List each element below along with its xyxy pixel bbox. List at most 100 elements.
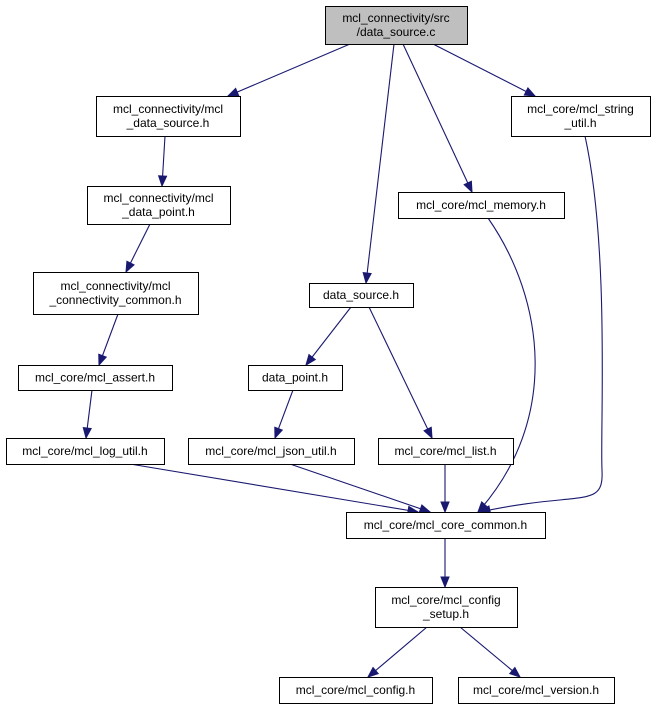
- edge-root-to-data_source_h: [362, 43, 395, 285]
- node-label-line: data_source.h: [323, 288, 399, 302]
- edge-root-to-mcl_data_source_h: [226, 43, 351, 97]
- arrowhead: [418, 504, 432, 514]
- edge-line: [402, 43, 473, 193]
- edge-mcl_core_common_h-to-mcl_config_setup_h: [440, 538, 450, 589]
- node-label-line: mcl_core/mcl_memory.h: [416, 198, 546, 212]
- edge-mcl_connectivity_common_h-to-mcl_assert_h: [98, 313, 119, 367]
- edge-mcl_config_setup_h-to-mcl_config_h: [366, 626, 428, 678]
- node-mcl-assert-h[interactable]: mcl_core/mcl_assert.h: [18, 365, 173, 391]
- node-box: [511, 96, 651, 137]
- node-box: [6, 438, 165, 465]
- node-mcl-connectivity-common-h[interactable]: mcl_connectivity/mcl_connectivity_common…: [33, 272, 199, 315]
- edge-line: [289, 463, 431, 513]
- edge-line: [432, 43, 536, 97]
- node-box: [87, 186, 231, 225]
- node-box: [18, 365, 173, 391]
- node-box: [375, 587, 518, 628]
- node-box: [248, 365, 343, 391]
- node-mcl-log-util-h[interactable]: mcl_core/mcl_log_util.h: [6, 438, 165, 465]
- node-box: [378, 438, 514, 465]
- edge-line: [459, 626, 521, 678]
- node-box: [188, 438, 355, 465]
- edge-root-to-mcl_string_util_h: [432, 43, 537, 97]
- edge-mcl_log_util_h-to-mcl_core_common_h: [129, 463, 420, 515]
- edge-data_point_h-to-mcl_json_util_h: [274, 389, 294, 440]
- arrowhead: [274, 426, 284, 440]
- edge-line: [227, 43, 351, 97]
- edge-line: [477, 217, 536, 513]
- node-label-line: mcl_connectivity/mcl: [60, 279, 170, 293]
- edge-line: [368, 306, 433, 439]
- node-label-line: mcl_core/mcl_json_util.h: [205, 444, 336, 458]
- node-data-point-h[interactable]: data_point.h: [248, 365, 343, 391]
- arrowhead: [362, 272, 372, 285]
- edge-root-to-mcl_memory_h: [402, 43, 473, 194]
- arrowhead: [125, 260, 135, 274]
- node-label-line: _data_source.h: [126, 116, 210, 130]
- edge-mcl_memory_h-to-mcl_core_common_h: [477, 217, 536, 514]
- node-label-line: /data_source.c: [357, 25, 436, 39]
- arrowhead: [305, 353, 317, 367]
- edge-line: [365, 43, 395, 284]
- node-label-line: mcl_core/mcl_version.h: [473, 683, 599, 697]
- node-mcl-list-h[interactable]: mcl_core/mcl_list.h: [378, 438, 514, 465]
- node-label-line: _connectivity_common.h: [48, 293, 181, 307]
- edge-data_source_h-to-mcl_list_h: [368, 306, 433, 440]
- node-label-line: mcl_connectivity/mcl: [103, 191, 213, 205]
- arrowhead: [463, 180, 473, 194]
- node-label-line: mcl_core/mcl_core_common.h: [364, 518, 527, 532]
- node-label-line: mcl_core/mcl_config.h: [296, 683, 415, 697]
- node-mcl-json-util-h[interactable]: mcl_core/mcl_json_util.h: [188, 438, 355, 465]
- node-mcl-data-point-h[interactable]: mcl_connectivity/mcl_data_point.h: [87, 186, 231, 225]
- arrowhead: [157, 175, 168, 188]
- arrowhead: [440, 501, 450, 514]
- edge-data_source_h-to-data_point_h: [305, 306, 352, 367]
- edge-mcl_data_source_h-to-mcl_data_point_h: [157, 135, 168, 188]
- nodes-layer: mcl_connectivity/src/data_source.cmcl_co…: [6, 6, 651, 704]
- node-box: [325, 6, 468, 45]
- node-mcl-config-setup-h[interactable]: mcl_core/mcl_config_setup.h: [375, 587, 518, 628]
- edge-mcl_config_setup_h-to-mcl_version_h: [459, 626, 522, 678]
- node-mcl-core-common-h[interactable]: mcl_core/mcl_core_common.h: [346, 512, 546, 539]
- node-box: [346, 512, 546, 539]
- node-box: [279, 677, 433, 704]
- node-label-line: mcl_core/mcl_list.h: [394, 444, 496, 458]
- arrowhead: [226, 87, 240, 97]
- arrowhead: [440, 576, 450, 589]
- edge-line: [129, 463, 419, 513]
- edge-line: [367, 626, 428, 678]
- edge-line: [479, 135, 603, 513]
- arrowhead: [523, 87, 537, 97]
- node-root[interactable]: mcl_connectivity/src/data_source.c: [325, 6, 468, 45]
- node-box: [398, 192, 565, 219]
- node-label-line: mcl_core/mcl_config: [391, 593, 500, 607]
- node-label-line: mcl_core/mcl_assert.h: [35, 371, 155, 385]
- arrowhead: [508, 666, 522, 678]
- arrowhead: [82, 426, 93, 440]
- node-label-line: _data_point.h: [121, 205, 195, 219]
- node-mcl-string-util-h[interactable]: mcl_core/mcl_string_util.h: [511, 96, 651, 137]
- node-label-line: _setup.h: [422, 607, 469, 621]
- node-label-line: mcl_core/mcl_string: [527, 102, 634, 116]
- node-label-line: data_point.h: [262, 371, 328, 385]
- node-box: [458, 677, 615, 704]
- edge-mcl_json_util_h-to-mcl_core_common_h: [289, 463, 432, 514]
- edge-line: [305, 306, 352, 366]
- node-mcl-data-source-h[interactable]: mcl_connectivity/mcl_data_source.h: [96, 96, 241, 137]
- node-box: [33, 272, 199, 315]
- node-mcl-version-h[interactable]: mcl_core/mcl_version.h: [458, 677, 615, 704]
- node-mcl-memory-h[interactable]: mcl_core/mcl_memory.h: [398, 192, 565, 219]
- node-label-line: mcl_connectivity/src: [342, 11, 449, 25]
- edge-mcl_list_h-to-mcl_core_common_h: [440, 464, 450, 514]
- edge-mcl_data_point_h-to-mcl_connectivity_common_h: [125, 223, 151, 274]
- node-label-line: _util.h: [563, 116, 596, 130]
- arrowhead: [98, 353, 108, 367]
- node-box: [96, 96, 241, 137]
- arrowhead: [423, 426, 433, 440]
- node-data-source-h[interactable]: data_source.h: [309, 283, 414, 308]
- node-label-line: mcl_connectivity/mcl: [113, 102, 223, 116]
- edges-layer: [82, 43, 603, 678]
- node-label-line: mcl_core/mcl_log_util.h: [22, 444, 147, 458]
- node-mcl-config-h[interactable]: mcl_core/mcl_config.h: [279, 677, 433, 704]
